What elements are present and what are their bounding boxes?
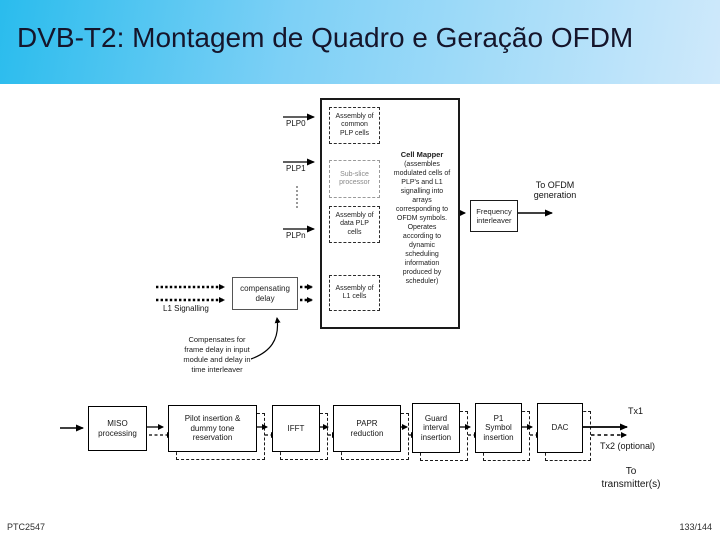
assembly-data-plp-box: Assembly of data PLP cells [329, 206, 380, 243]
miso-processing-box: MISO processing [88, 406, 147, 451]
sub-slice-processor-box: Sub-slice processor [329, 160, 380, 198]
p1-symbol-insertion-box: P1 Symbol insertion [475, 403, 522, 453]
slide-header: DVB-T2: Montagem de Quadro e Geração OFD… [0, 0, 720, 84]
papr-reduction-box: PAPR reduction [333, 405, 401, 452]
plp-ellipsis [296, 186, 298, 208]
plpn-label: PLPn [286, 231, 306, 240]
tx2-optional-label: Tx2 (optional) [600, 441, 656, 451]
cell-mapper-description: Cell Mapper (assembles modulated cells o… [385, 150, 459, 286]
cell-mapper-title: Cell Mapper [400, 150, 444, 159]
assembly-l1-cells-box: Assembly of L1 cells [329, 275, 380, 311]
plp0-label: PLP0 [286, 119, 306, 128]
l1-signalling-label: L1 Signalling [163, 304, 209, 313]
cell-mapper-body: (assembles modulated cells of PLP's and … [393, 161, 451, 285]
tx1-label: Tx1 [628, 406, 644, 416]
footer-page-number: 133/144 [679, 522, 712, 532]
guard-interval-insertion-box: Guard interval insertion [412, 403, 460, 453]
ifft-box: IFFT [272, 405, 320, 452]
dac-box: DAC [537, 403, 583, 453]
to-transmitters-label: To transmitter(s) [601, 466, 661, 490]
compensates-note: Compensates for frame delay in input mod… [183, 335, 251, 374]
cell-mapper-container-box [320, 98, 460, 329]
compensating-delay-box: compensating delay [232, 277, 298, 310]
footer-course-code: PTC2547 [7, 522, 46, 532]
to-ofdm-generation-label: To OFDM generation [533, 180, 577, 200]
pilot-insertion-box: Pilot insertion & dummy tone reservation [168, 405, 257, 452]
slide-title: DVB-T2: Montagem de Quadro e Geração OFD… [17, 22, 634, 53]
plp1-label: PLP1 [286, 164, 306, 173]
assembly-common-plp-box: Assembly of common PLP cells [329, 107, 380, 144]
frequency-interleaver-box: Frequency interleaver [470, 200, 518, 232]
